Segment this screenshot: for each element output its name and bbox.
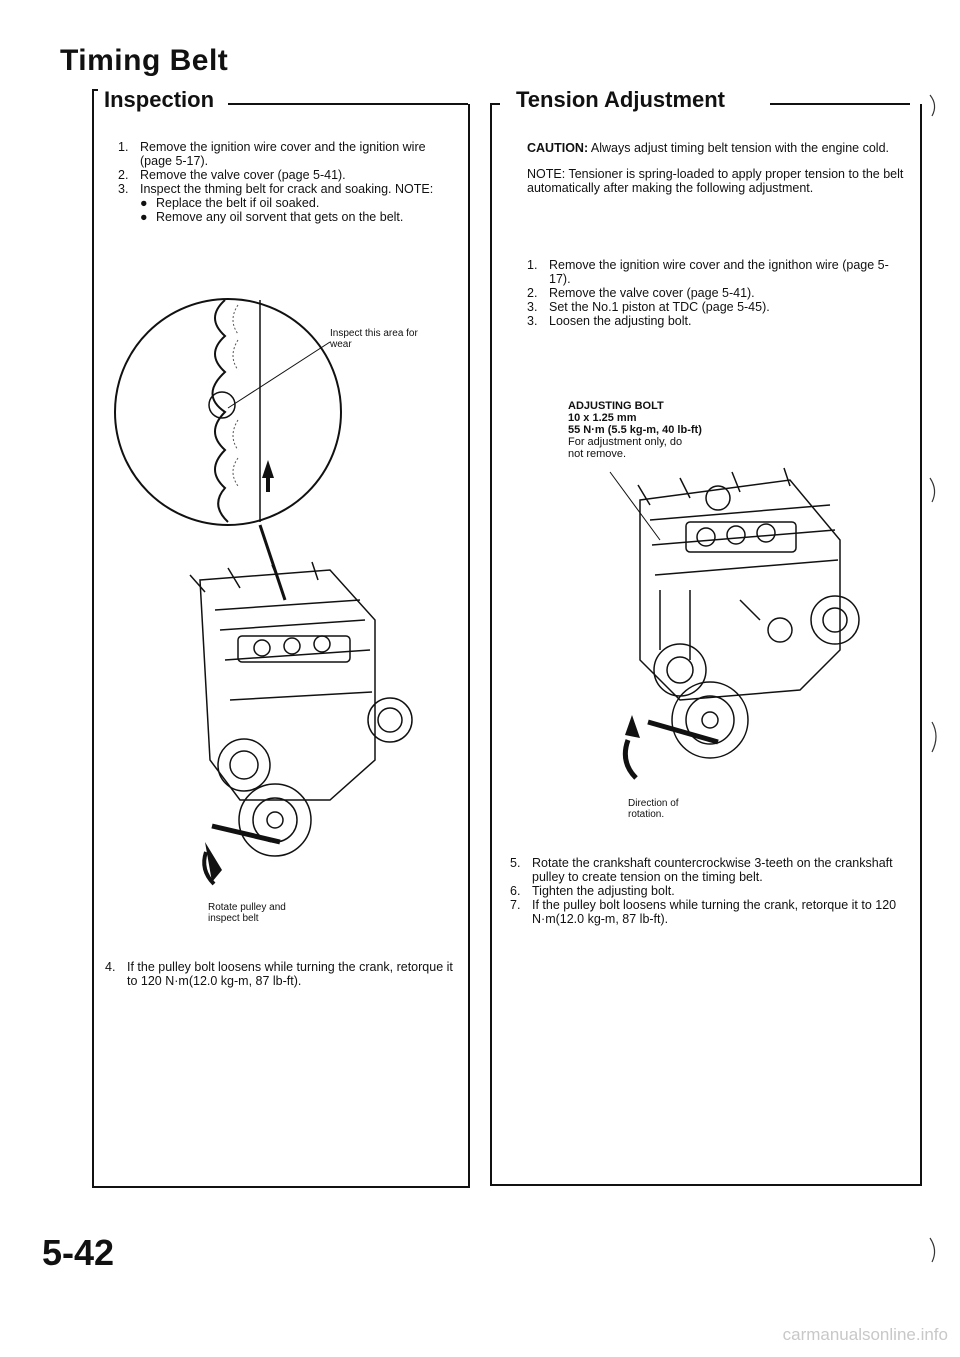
- caution-label: CAUTION:: [527, 141, 589, 155]
- step-text: If the pulley bolt loosens while turning…: [532, 898, 897, 926]
- tension-step-2: 2. Remove the valve cover (page 5-41).: [527, 286, 909, 300]
- step-number: 2.: [118, 168, 129, 182]
- note-item: ● Remove any oil sorvent that gets on th…: [140, 210, 458, 224]
- bolt-torque: 55 N·m (5.5 kg-m, 40 lb-ft): [568, 424, 702, 436]
- step-text: Remove the ignition wire cover and the i…: [140, 140, 426, 168]
- inspection-step-4: 4. If the pulley bolt loosens while turn…: [105, 960, 457, 988]
- tension-intro: CAUTION: Always adjust timing belt tensi…: [527, 141, 909, 207]
- tension-step-3b: 3. Loosen the adjusting bolt.: [527, 314, 909, 328]
- tension-rule: [770, 103, 910, 105]
- inspection-step-3: 3. Inspect the thming belt for crack and…: [118, 182, 458, 196]
- adjusting-bolt-spec: ADJUSTING BOLT 10 x 1.25 mm 55 N·m (5.5 …: [568, 400, 768, 460]
- step-number: 1.: [118, 140, 129, 154]
- watermark: carmanualsonline.info: [782, 1325, 948, 1344]
- note-item: ● Replace the belt if oil soaked.: [140, 196, 458, 210]
- inspection-rule: [228, 103, 468, 105]
- caution-paragraph: CAUTION: Always adjust timing belt tensi…: [527, 141, 909, 155]
- step-number: 2.: [527, 286, 538, 300]
- step-text: Inspect the thming belt for crack and so…: [140, 182, 434, 196]
- inspection-heading: Inspection: [98, 87, 221, 113]
- direction-callout: Direction of rotation.: [628, 798, 679, 820]
- step-number: 3.: [527, 300, 538, 314]
- step-text: Remove the valve cover (page 5-41).: [140, 168, 346, 182]
- page-title: Timing Belt: [60, 44, 229, 77]
- step-text: Rotate the crankshaft countercrockwise 3…: [532, 856, 893, 884]
- inspection-step-4-block: 4. If the pulley bolt loosens while turn…: [105, 960, 457, 988]
- tension-steps: 1. Remove the ignition wire cover and th…: [527, 258, 909, 328]
- step-text: Loosen the adjusting bolt.: [549, 314, 692, 328]
- inspection-rule-left: [92, 89, 102, 91]
- step-number: 3.: [118, 182, 129, 196]
- page-number: 5-42: [42, 1232, 115, 1273]
- bullet-icon: ●: [140, 196, 148, 210]
- step-number: 7.: [510, 898, 521, 912]
- step-text: Tighten the adjusting bolt.: [532, 884, 675, 898]
- step-number: 1.: [527, 258, 538, 272]
- inspection-steps: 1. Remove the ignition wire cover and th…: [118, 140, 458, 224]
- tension-steps-b: 5. Rotate the crankshaft countercrockwis…: [510, 856, 909, 926]
- tension-step-7: 7. If the pulley bolt loosens while turn…: [510, 898, 909, 926]
- tension-step-3: 3. Set the No.1 piston at TDC (page 5-45…: [527, 300, 909, 314]
- step-text: Remove the valve cover (page 5-41).: [549, 286, 755, 300]
- tension-heading: Tension Adjustment: [510, 87, 731, 113]
- note-paragraph: NOTE: Tensioner is spring-loaded to appl…: [527, 167, 904, 195]
- note-text: Replace the belt if oil soaked.: [156, 196, 320, 210]
- step-number: 3.: [527, 314, 538, 328]
- step-number: 4.: [105, 960, 116, 974]
- tension-frame: [490, 104, 922, 1186]
- step-text: If the pulley bolt loosens while turning…: [127, 960, 453, 988]
- inspection-tick-left: [92, 90, 94, 104]
- inspection-step-2: 2. Remove the valve cover (page 5-41).: [118, 168, 458, 182]
- tension-step-6: 6. Tighten the adjusting bolt.: [510, 884, 909, 898]
- note-text: Remove any oil sorvent that gets on the …: [156, 210, 404, 224]
- bolt-note: For adjustment only, do not remove.: [568, 436, 683, 460]
- inspection-step-1: 1. Remove the ignition wire cover and th…: [118, 140, 458, 168]
- tension-step-1: 1. Remove the ignition wire cover and th…: [527, 258, 909, 286]
- bolt-size: 10 x 1.25 mm: [568, 412, 637, 424]
- tension-step-5: 5. Rotate the crankshaft countercrockwis…: [510, 856, 909, 884]
- step-number: 5.: [510, 856, 521, 870]
- tension-rule-left: [490, 103, 500, 105]
- caution-text: Always adjust timing belt tension with t…: [590, 141, 889, 155]
- bolt-label: ADJUSTING BOLT: [568, 400, 664, 412]
- bullet-icon: ●: [140, 210, 148, 224]
- step-number: 6.: [510, 884, 521, 898]
- step-text: Remove the ignition wire cover and the i…: [549, 258, 889, 286]
- wear-callout: Inspect this area for wear: [330, 328, 418, 350]
- step-text: Set the No.1 piston at TDC (page 5-45).: [549, 300, 770, 314]
- rotate-callout: Rotate pulley and inspect belt: [208, 902, 286, 924]
- inspection-frame: [92, 104, 470, 1188]
